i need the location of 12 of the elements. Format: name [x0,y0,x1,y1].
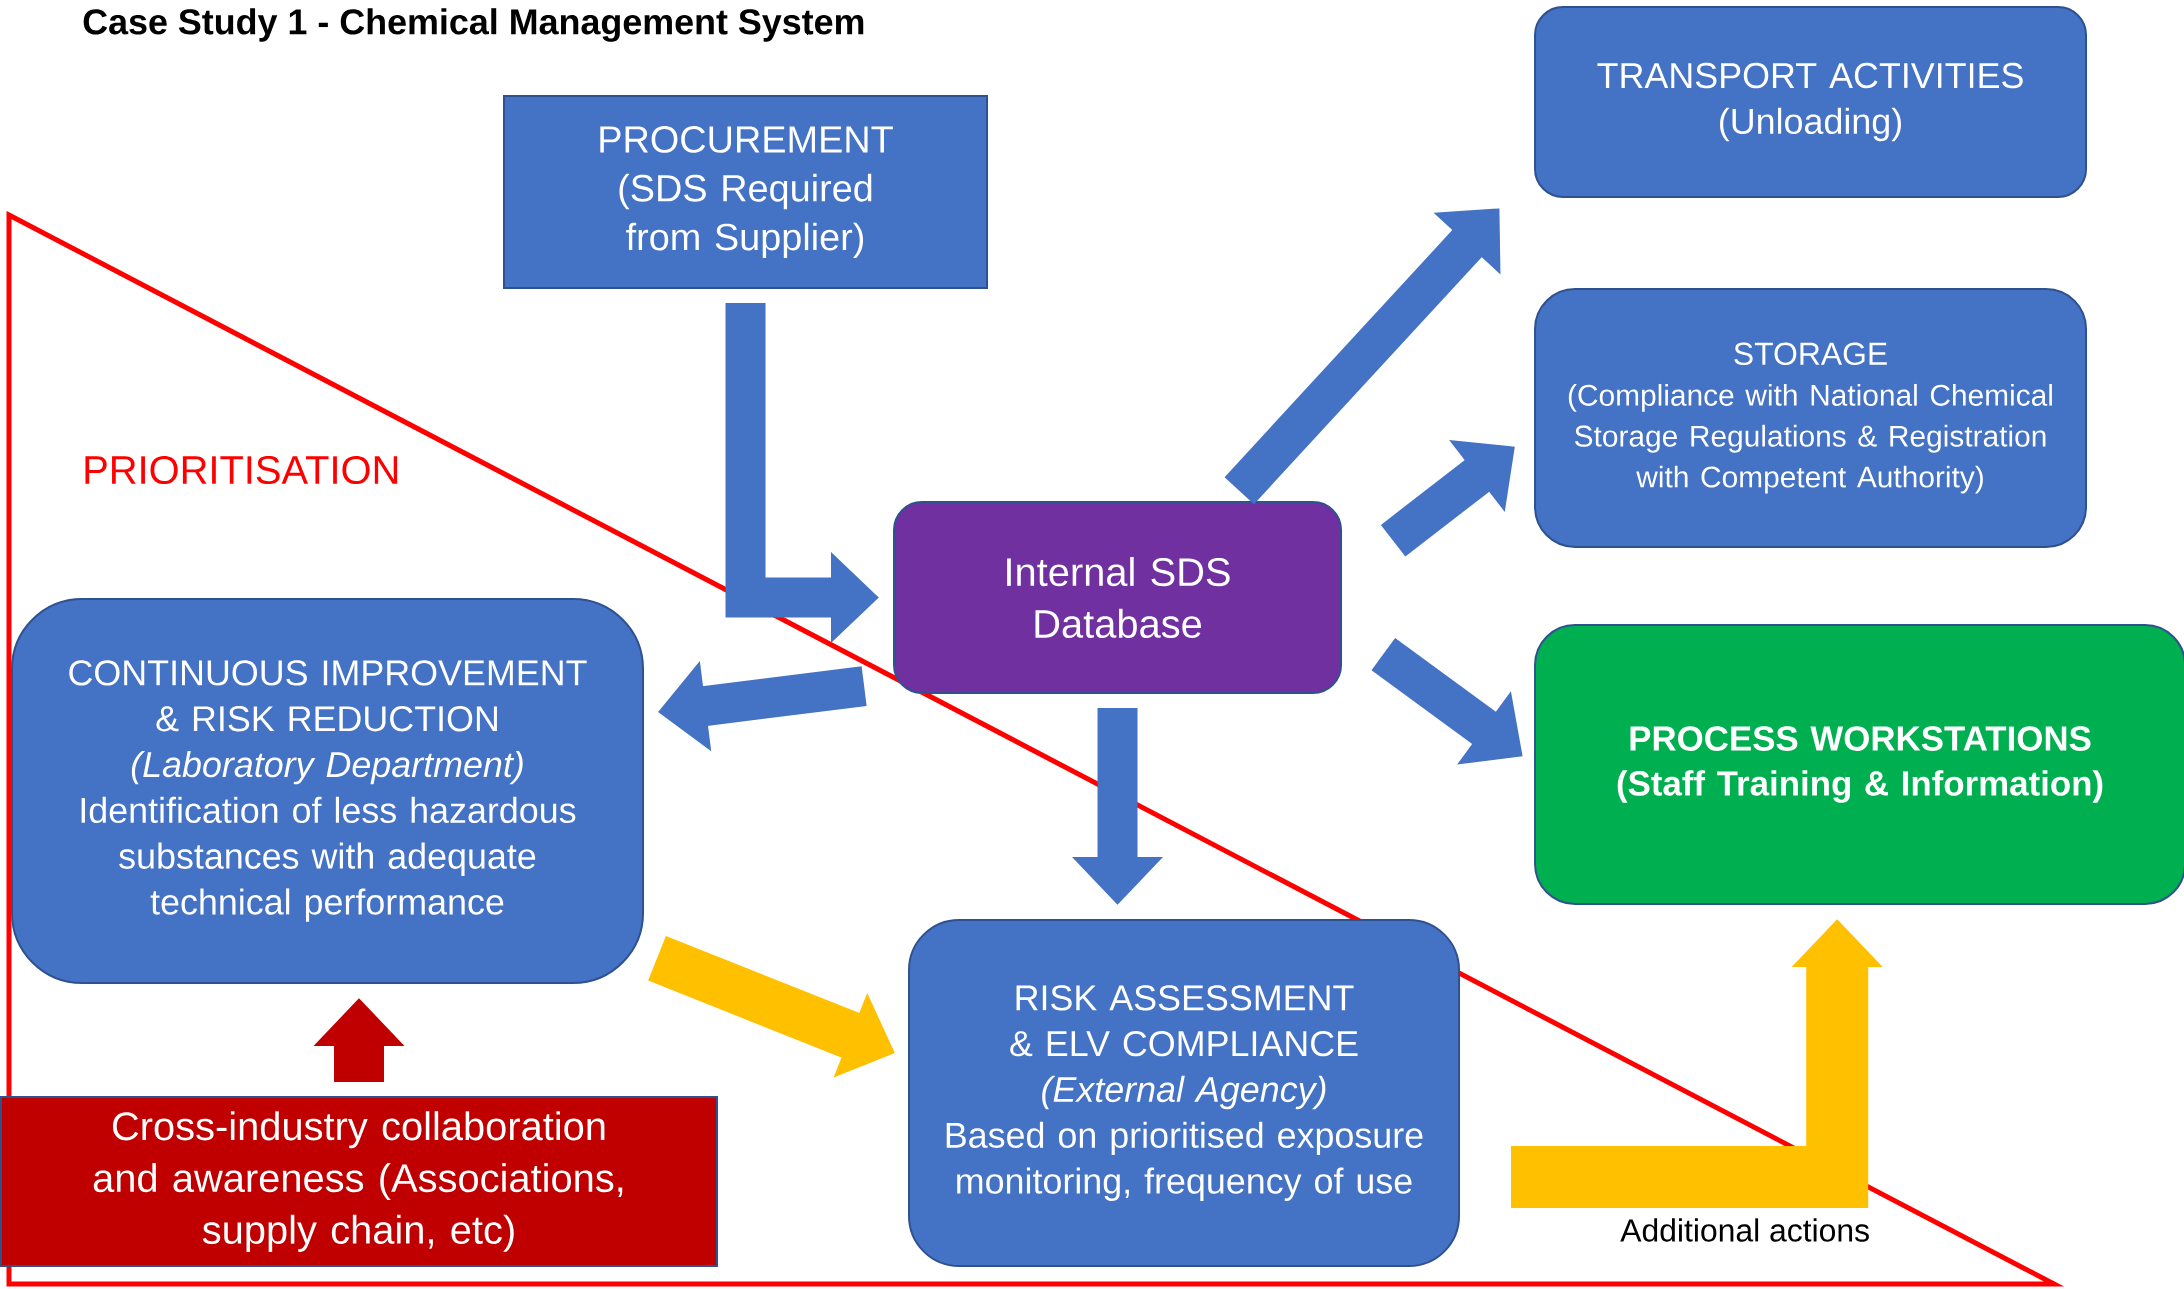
database-box: Internal SDS Database [893,501,1342,694]
caption-text: Additional actions [1620,1218,1869,1242]
process-box: PROCESS WORKSTATIONS (Staff Training & Information) [1534,624,2184,905]
process-box: TRANSPORT ACTIVITIES (Unloading) [1534,6,2088,198]
prioritisation-label: PRIORITISATION [85,455,398,485]
process-box: PROCUREMENT (SDS Required from Supplier) [503,95,988,289]
block-arrow [1224,208,1501,505]
process-box: CONTINUOUS IMPROVEMENT & RISK REDUCTION (Laboratory Department) Identification of less hazardous substances with adequate technical performance [11,598,644,984]
process-box: RISK ASSESSMENT & ELV COMPLIANCE (External Agency) Based on prioritised exposure monitoring, frequency of use [908,919,1461,1267]
process-box: STORAGE (Compliance with National Chemical Storage Regulations & Registration with Competent Authority) [1534,288,2088,548]
title: Case Study 1 - Chemical Management System [83,8,864,42]
collaboration-box: Cross-industry collaboration and awareness (Associations, supply chain, etc) [0,1096,718,1267]
